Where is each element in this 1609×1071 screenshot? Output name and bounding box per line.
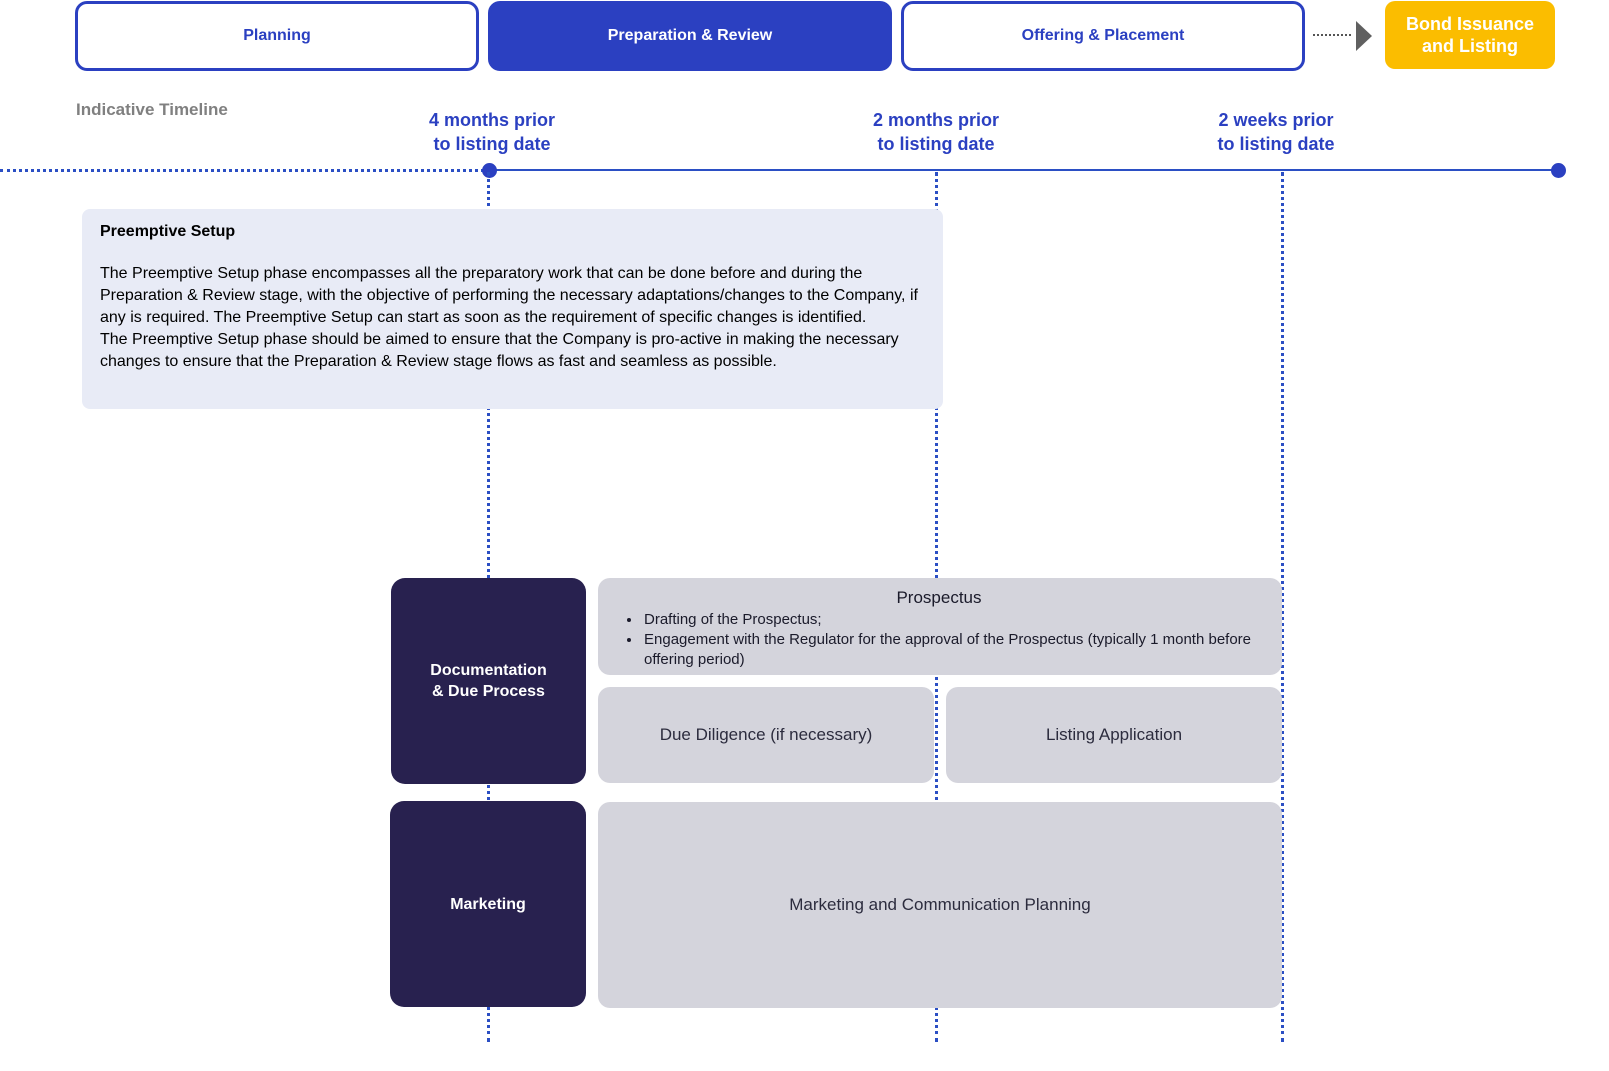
marketing-task-label: Marketing and Communication Planning — [789, 895, 1091, 914]
phase-preparation-review-label: Preparation & Review — [607, 27, 773, 44]
timeline-solid-segment — [490, 169, 1558, 171]
connector-dotted-line — [1313, 34, 1351, 36]
final-phase-line1: Bond Issuance — [1405, 14, 1535, 34]
milestone-4-months-line1: 4 months prior — [428, 110, 555, 130]
phase-bond-issuance-listing[interactable]: Bond Issuance and Listing — [1385, 1, 1555, 69]
preemptive-setup-title: Preemptive Setup — [100, 223, 236, 240]
timeline-label: Indicative Timeline — [76, 100, 228, 119]
final-phase-line2: and Listing — [1422, 36, 1518, 56]
preemptive-setup-panel: Preemptive Setup The Preemptive Setup ph… — [82, 209, 943, 409]
milestone-2-weeks: 2 weeks prior to listing date — [1166, 108, 1386, 156]
milestone-4-months-line2: to listing date — [433, 134, 551, 154]
task-due-diligence: Due Diligence (if necessary) — [598, 687, 934, 783]
preemptive-paragraph-2: The Preemptive Setup phase should be aim… — [100, 331, 899, 370]
milestone-2-weeks-line2: to listing date — [1217, 134, 1335, 154]
preemptive-setup-text: The Preemptive Setup phase encompasses a… — [100, 263, 925, 373]
due-diligence-label: Due Diligence (if necessary) — [659, 725, 873, 744]
milestone-2-weeks-line1: 2 weeks prior — [1218, 110, 1334, 130]
workstream-documentation-label: Documentation & Due Process — [391, 578, 586, 784]
timeline-dotted-segment — [0, 169, 484, 172]
documentation-label-line2: & Due Process — [432, 683, 545, 700]
timeline-start-dot — [482, 163, 497, 178]
preemptive-paragraph-1: The Preemptive Setup phase encompasses a… — [100, 265, 918, 326]
phase-planning[interactable]: Planning — [75, 1, 479, 71]
prospectus-bullet-2: Engagement with the Regulator for the ap… — [642, 630, 1262, 670]
listing-application-label: Listing Application — [1045, 725, 1183, 744]
phase-planning-label: Planning — [243, 27, 311, 44]
milestone-2-months: 2 months prior to listing date — [826, 108, 1046, 156]
task-listing-application: Listing Application — [946, 687, 1282, 783]
phase-offering-placement[interactable]: Offering & Placement — [901, 1, 1305, 71]
milestone-4-months: 4 months prior to listing date — [382, 108, 602, 156]
task-marketing-communication-planning: Marketing and Communication Planning — [598, 802, 1282, 1008]
milestone-2-months-line2: to listing date — [877, 134, 995, 154]
milestone-2-months-line1: 2 months prior — [872, 110, 999, 130]
task-prospectus: Prospectus Drafting of the Prospectus; E… — [598, 578, 1282, 675]
phase-offering-placement-label: Offering & Placement — [1021, 27, 1185, 44]
phase-preparation-review[interactable]: Preparation & Review — [488, 1, 892, 71]
workstream-marketing-label: Marketing — [390, 801, 586, 1007]
guide-line-2-weeks — [1281, 172, 1284, 1042]
arrow-right-icon — [1356, 21, 1372, 51]
prospectus-bullet-1: Drafting of the Prospectus; — [642, 610, 1262, 630]
marketing-label: Marketing — [450, 895, 526, 913]
timeline-end-dot — [1551, 163, 1566, 178]
prospectus-title: Prospectus — [896, 588, 982, 607]
documentation-label-line1: Documentation — [430, 662, 547, 679]
prospectus-bullet-list: Drafting of the Prospectus; Engagement w… — [616, 610, 1262, 670]
